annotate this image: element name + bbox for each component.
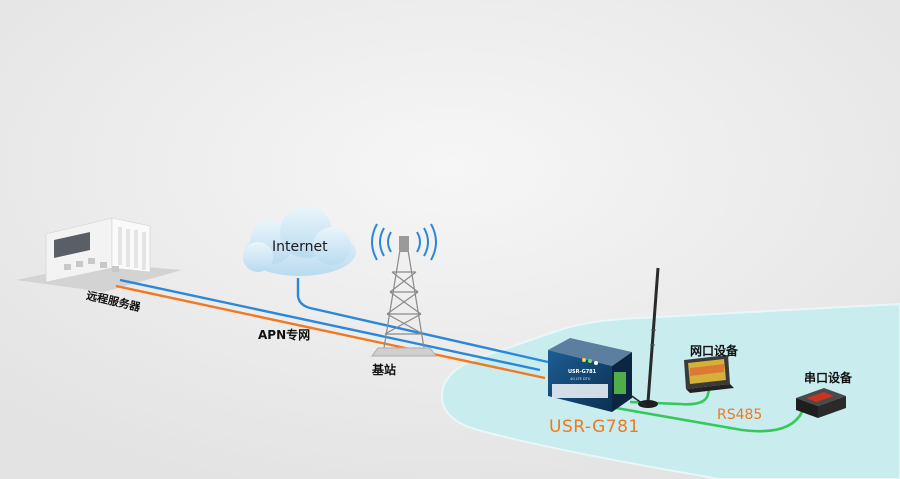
cellular-line-server	[119, 278, 541, 372]
model-label: USR-G781	[549, 417, 640, 437]
usr-g781-device: USR-G781 4G LTE DTU	[548, 338, 632, 412]
serial-device	[796, 388, 846, 418]
internet-cloud	[243, 206, 356, 276]
apn-label: APN专网	[258, 328, 311, 342]
cellular-line-internet	[296, 278, 549, 364]
connection-lines	[115, 278, 809, 433]
rs485-label: RS485	[717, 407, 763, 423]
serial-device-label: 串口设备	[804, 371, 853, 385]
apn-line	[115, 284, 546, 380]
network-device-label: 网口设备	[690, 344, 739, 358]
remote-server-room	[16, 217, 182, 292]
base-station-tower	[370, 236, 438, 357]
device-title: USR-G781	[568, 369, 597, 375]
network-device	[684, 355, 734, 393]
device-subtitle: 4G LTE DTU	[570, 377, 591, 381]
rs485-line	[615, 405, 809, 433]
internet-label: Internet	[272, 239, 328, 255]
ethernet-line	[629, 385, 712, 406]
signal-waves	[371, 223, 437, 261]
base-station-label: 基站	[372, 363, 397, 377]
